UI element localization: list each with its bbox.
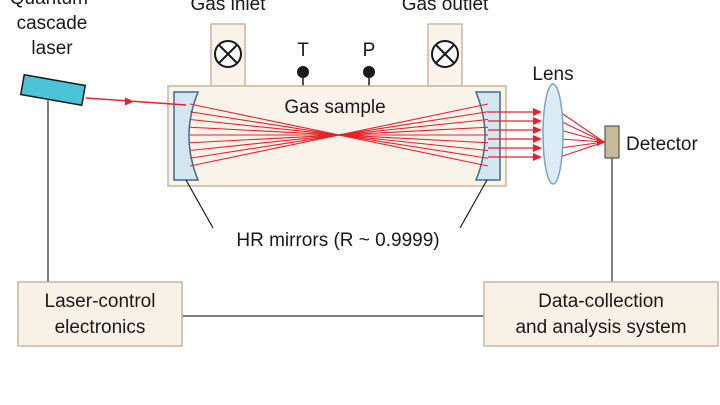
gas-sample-label: Gas sample <box>284 97 385 118</box>
gas-outlet <box>427 23 463 87</box>
t-sensor-dot <box>297 66 309 78</box>
laser-control-label-line1: Laser-control <box>45 291 156 312</box>
detector <box>604 125 620 159</box>
gas-outlet-label: Gas outlet <box>402 0 489 15</box>
output-ray-arrow <box>533 135 542 143</box>
detector-label: Detector <box>626 134 698 155</box>
output-ray-arrow <box>533 153 542 161</box>
data-collection-box <box>483 281 719 347</box>
focused-ray <box>559 120 605 143</box>
input-beam <box>85 97 187 106</box>
gas-inlet-label: Gas inlet <box>191 0 267 15</box>
output-ray-arrow <box>533 144 542 152</box>
laser-beam-paths <box>85 97 606 167</box>
data-collection-label-line2: and analysis system <box>515 317 686 338</box>
lens <box>542 83 564 185</box>
output-ray-arrow <box>533 117 542 125</box>
input-beam-arrow <box>125 97 134 106</box>
laser-control-label-line2: electronics <box>55 317 146 338</box>
focused-ray <box>559 129 605 143</box>
temperature-label: T <box>297 40 309 61</box>
laser-label-line1: Quantum- <box>10 0 94 9</box>
output-ray-arrow <box>533 126 542 134</box>
p-sensor-dot <box>363 66 375 78</box>
laser-label-line2: cascade <box>17 13 88 34</box>
detector-arrow <box>597 138 606 146</box>
focused-ray <box>559 111 605 143</box>
mirror-leader-left <box>185 179 214 229</box>
pressure-label: P <box>363 40 376 61</box>
multipass-ray <box>189 103 489 167</box>
focused-ray <box>559 141 605 149</box>
laser-label-line3: laser <box>31 38 73 59</box>
lens-label: Lens <box>532 64 573 85</box>
quantum-cascade-laser <box>19 73 87 107</box>
right-hr-mirror <box>474 91 501 181</box>
left-hr-mirror <box>173 91 200 181</box>
valve-icon <box>214 40 242 68</box>
gas-cell <box>167 85 507 187</box>
valve-icon <box>431 40 459 68</box>
output-ray-arrow <box>533 108 542 116</box>
focused-ray <box>559 141 605 158</box>
focused-ray <box>559 138 605 143</box>
mirror-leader-right <box>459 179 488 229</box>
mirrors-label: HR mirrors (R ~ 0.9999) <box>236 230 439 251</box>
data-collection-label-line1: Data-collection <box>538 291 664 312</box>
gas-inlet <box>210 23 246 87</box>
laser-control-box <box>17 281 183 347</box>
